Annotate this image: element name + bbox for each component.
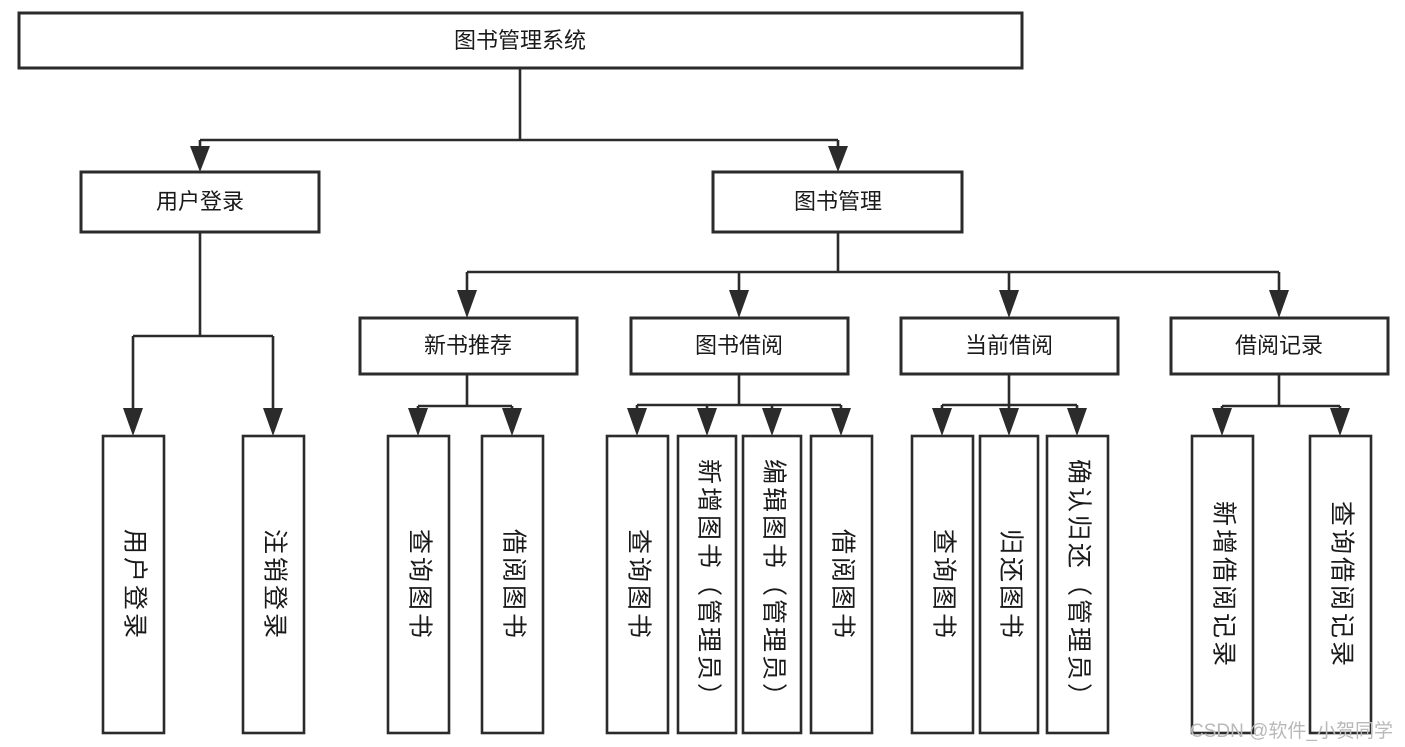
- node-leaf-6-label: 新增图书（管理员）: [694, 459, 722, 711]
- node-leaf-9[interactable]: 查询图书: [910, 434, 975, 735]
- node-current-borrow[interactable]: 当前借阅: [899, 316, 1120, 376]
- node-leaf-12-label: 新增借阅记录: [1209, 501, 1237, 669]
- node-new-book-rec-label: 新书推荐: [424, 333, 512, 358]
- node-leaf-8-label: 借阅图书: [828, 529, 856, 641]
- arrow-head-book-manage: [828, 146, 848, 172]
- node-root[interactable]: 图书管理系统: [17, 11, 1024, 70]
- node-leaf-11-box[interactable]: [1045, 434, 1110, 735]
- node-leaf-8-box[interactable]: [809, 434, 874, 735]
- arrow-head-borrow-record: [1269, 290, 1289, 318]
- edge-bookmanage-to-level2: [465, 232, 1281, 292]
- node-leaf-6[interactable]: 新增图书（管理员）: [676, 434, 738, 735]
- node-leaf-2-box[interactable]: [241, 434, 306, 735]
- node-leaf-3-label: 查询图书: [405, 529, 433, 641]
- arrow-head-leaf-3: [408, 408, 428, 436]
- arrow-head-current-borrow: [999, 290, 1019, 318]
- node-leaf-11-label: 确认归还（管理员）: [1064, 459, 1092, 711]
- node-user-login-box[interactable]: [79, 170, 321, 234]
- node-leaf-4-label: 借阅图书: [499, 529, 527, 641]
- node-leaf-13[interactable]: 查询借阅记录: [1308, 434, 1373, 735]
- node-current-borrow-box[interactable]: [899, 316, 1120, 376]
- node-root-label: 图书管理系统: [454, 28, 586, 53]
- node-leaf-5[interactable]: 查询图书: [605, 434, 670, 735]
- node-leaf-12[interactable]: 新增借阅记录: [1190, 434, 1255, 735]
- edge-bookborrow-to-leaves: [635, 374, 843, 418]
- node-borrow-record-label: 借阅记录: [1235, 333, 1323, 358]
- arrow-head-book-borrow: [729, 290, 749, 318]
- node-leaf-12-box[interactable]: [1190, 434, 1255, 735]
- node-leaf-5-box[interactable]: [605, 434, 670, 735]
- node-leaf-4-box[interactable]: [480, 434, 545, 735]
- node-leaf-7-label: 编辑图书（管理员）: [759, 459, 787, 711]
- node-leaf-10[interactable]: 归还图书: [978, 434, 1040, 735]
- edge-userlogin-to-leaves: [131, 232, 275, 420]
- node-leaf-2[interactable]: 注销登录: [241, 434, 306, 735]
- node-leaf-11[interactable]: 确认归还（管理员）: [1045, 434, 1110, 735]
- node-leaf-3[interactable]: 查询图书: [386, 434, 451, 735]
- arrow-head-leaf-4: [502, 408, 522, 436]
- arrow-head-leaf-2: [263, 408, 283, 436]
- edge-root-to-level1: [198, 68, 840, 160]
- node-leaf-10-label: 归还图书: [996, 529, 1024, 641]
- node-book-borrow[interactable]: 图书借阅: [629, 316, 850, 376]
- node-leaf-4[interactable]: 借阅图书: [480, 434, 545, 735]
- arrow-head-user-login: [190, 146, 210, 172]
- node-borrow-record-box[interactable]: [1169, 316, 1390, 376]
- arrow-head-leaf-10: [999, 408, 1019, 436]
- node-leaf-6-box[interactable]: [676, 434, 738, 735]
- arrow-head-leaf-13: [1330, 408, 1350, 436]
- arrow-head-leaf-5: [627, 408, 647, 436]
- arrow-head-leaf-11: [1067, 408, 1087, 436]
- node-leaf-1-label: 用户登录: [120, 529, 148, 641]
- node-book-manage[interactable]: 图书管理: [711, 170, 964, 234]
- edge-newbookrec-to-leaves: [416, 374, 514, 418]
- node-book-manage-box[interactable]: [711, 170, 964, 234]
- node-current-borrow-label: 当前借阅: [965, 333, 1053, 358]
- node-leaf-3-box[interactable]: [386, 434, 451, 735]
- node-leaf-10-box[interactable]: [978, 434, 1040, 735]
- node-root-box[interactable]: [17, 11, 1024, 70]
- node-leaf-7-box[interactable]: [741, 434, 803, 735]
- node-leaf-1-box[interactable]: [101, 434, 166, 735]
- node-borrow-record[interactable]: 借阅记录: [1169, 316, 1390, 376]
- edge-layer: [123, 68, 1350, 436]
- arrow-head-leaf-12: [1212, 408, 1232, 436]
- arrow-head-leaf-8: [831, 408, 851, 436]
- node-new-book-rec[interactable]: 新书推荐: [358, 316, 579, 376]
- csdn-watermark: CSDN @软件_小贺同学: [1190, 721, 1393, 742]
- node-leaf-1[interactable]: 用户登录: [101, 434, 166, 735]
- node-book-borrow-label: 图书借阅: [695, 333, 783, 358]
- arrow-head-leaf-1: [123, 408, 143, 436]
- edge-borrowrecord-to-leaves: [1220, 374, 1342, 418]
- node-leaf-8[interactable]: 借阅图书: [809, 434, 874, 735]
- node-leaf-13-box[interactable]: [1308, 434, 1373, 735]
- node-leaf-5-label: 查询图书: [624, 529, 652, 641]
- arrow-head-new-book-rec: [457, 290, 477, 318]
- node-leaf-9-label: 查询图书: [929, 529, 957, 641]
- node-leaf-2-label: 注销登录: [260, 529, 288, 641]
- arrow-head-leaf-6: [697, 408, 717, 436]
- node-book-borrow-box[interactable]: [629, 316, 850, 376]
- node-leaf-7[interactable]: 编辑图书（管理员）: [741, 434, 803, 735]
- node-book-manage-label: 图书管理: [794, 189, 882, 214]
- node-new-book-rec-box[interactable]: [358, 316, 579, 376]
- node-user-login[interactable]: 用户登录: [79, 170, 321, 234]
- node-user-login-label: 用户登录: [156, 189, 244, 214]
- node-leaf-9-box[interactable]: [910, 434, 975, 735]
- arrow-head-leaf-7: [762, 408, 782, 436]
- arrow-head-leaf-9: [932, 408, 952, 436]
- node-leaf-13-label: 查询借阅记录: [1327, 501, 1355, 669]
